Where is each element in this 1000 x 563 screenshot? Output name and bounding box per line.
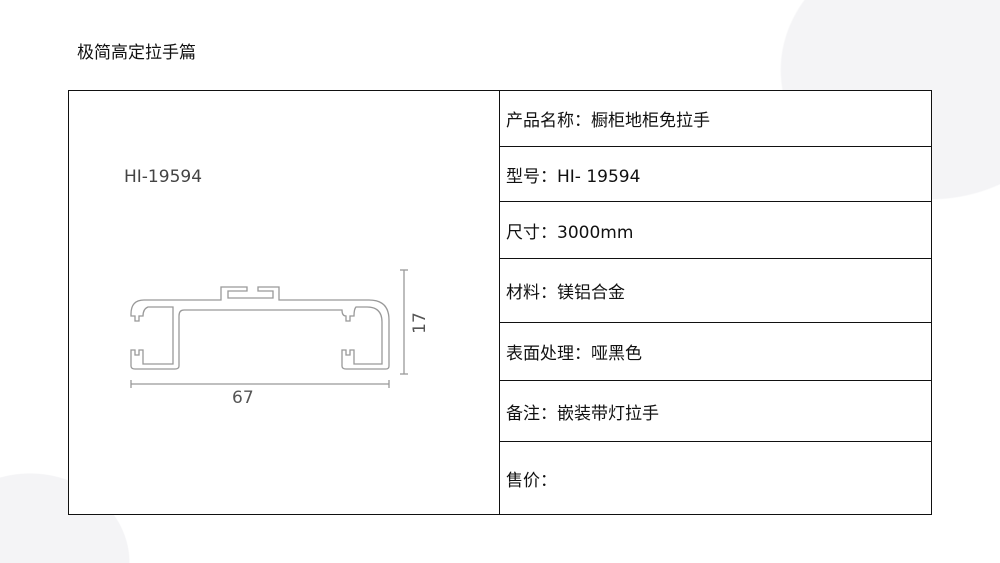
spec-list: 产品名称：橱柜地柜免拉手 型号：HI- 19594 尺寸：3000mm 材料：镁… [500,91,931,514]
width-dimension: 67 [232,388,254,408]
product-drawing-panel: HI-19594 67 17 [69,91,500,514]
product-spec-table: HI-19594 67 17 产品名称：橱柜地柜免拉手 型号：HI- 19594… [68,90,932,515]
page-title: 极简高定拉手篇 [77,43,196,63]
spec-material: 材料：镁铝合金 [500,259,931,323]
profile-drawing [130,269,408,388]
height-dimension: 17 [409,312,430,334]
spec-model: 型号：HI- 19594 [500,147,931,202]
spec-product-name: 产品名称：橱柜地柜免拉手 [500,91,931,147]
spec-price: 售价： [506,470,557,491]
model-label: HI-19594 [124,167,203,187]
spec-finish: 表面处理：哑黑色 [500,323,931,381]
spec-size: 尺寸：3000mm [500,202,931,259]
spec-remarks: 备注：嵌装带灯拉手 [500,381,931,442]
